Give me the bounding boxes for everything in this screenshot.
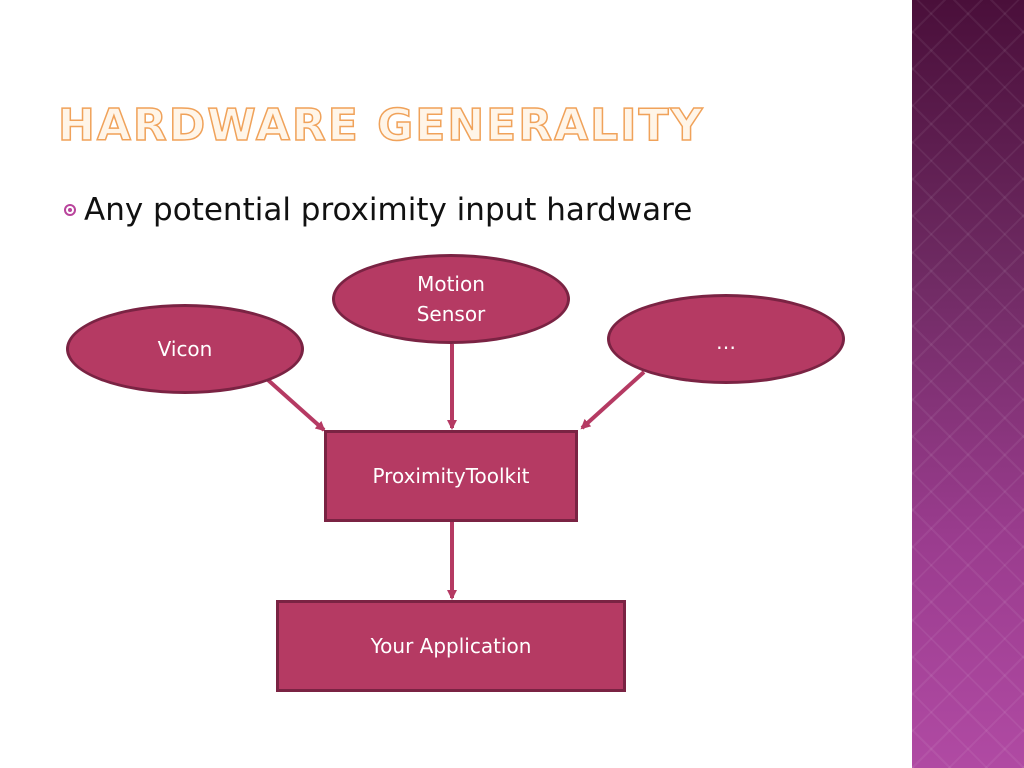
radio-bullet-icon (64, 204, 76, 216)
node-proximity-toolkit: ProximityToolkit (324, 430, 578, 522)
arrow-more-to-toolkit (580, 370, 646, 430)
node-vicon: Vicon (66, 304, 304, 394)
arrow-vicon-to-toolkit (266, 378, 326, 432)
slide-title: Hardware Generality (57, 100, 705, 151)
node-more-hardware: … (607, 294, 845, 384)
node-your-application: Your Application (276, 600, 626, 692)
decorative-side-band (912, 0, 1024, 768)
bullet-item: Any potential proximity input hardware (64, 190, 692, 230)
bullet-text: Any potential proximity input hardware (84, 192, 693, 228)
node-motion-sensor: Motion Sensor (332, 254, 570, 344)
